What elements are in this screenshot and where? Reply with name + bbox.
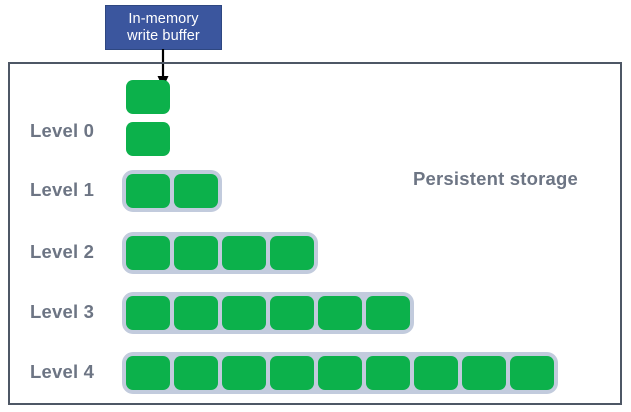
sstable-block [126, 296, 170, 330]
sstable-block [270, 296, 314, 330]
level-label-level-2: Level 2 [30, 241, 95, 262]
level-container-level-1 [122, 170, 222, 212]
buffer-label-line2: write buffer [127, 27, 200, 44]
sstable-block [126, 236, 170, 270]
level-label-level-3: Level 3 [30, 301, 95, 322]
sstable-block [174, 174, 218, 208]
level-container-level-2 [122, 232, 318, 274]
sstable-block [126, 174, 170, 208]
sstable-block [126, 80, 170, 114]
in-memory-write-buffer-box: In-memory write buffer [105, 5, 222, 50]
sstable-block [126, 122, 170, 156]
sstable-block [270, 236, 314, 270]
sstable-block [462, 356, 506, 390]
sstable-block [510, 356, 554, 390]
level-label-level-0: Level 0 [30, 120, 95, 141]
sstable-block [366, 296, 410, 330]
sstable-block [318, 296, 362, 330]
level-label-level-1: Level 1 [30, 179, 95, 200]
buffer-label-line1: In-memory [128, 10, 199, 27]
sstable-block [318, 356, 362, 390]
sstable-block [366, 356, 410, 390]
persistent-storage-frame [8, 62, 622, 405]
sstable-block [174, 236, 218, 270]
sstable-block [414, 356, 458, 390]
level-container-level-3 [122, 292, 414, 334]
persistent-storage-label: Persistent storage [413, 168, 579, 189]
level-container-level-4 [122, 352, 558, 394]
sstable-block [174, 356, 218, 390]
sstable-block [174, 296, 218, 330]
level-label-level-4: Level 4 [30, 361, 95, 382]
sstable-block [270, 356, 314, 390]
sstable-block [222, 356, 266, 390]
sstable-block [126, 356, 170, 390]
sstable-block [222, 296, 266, 330]
sstable-block [222, 236, 266, 270]
